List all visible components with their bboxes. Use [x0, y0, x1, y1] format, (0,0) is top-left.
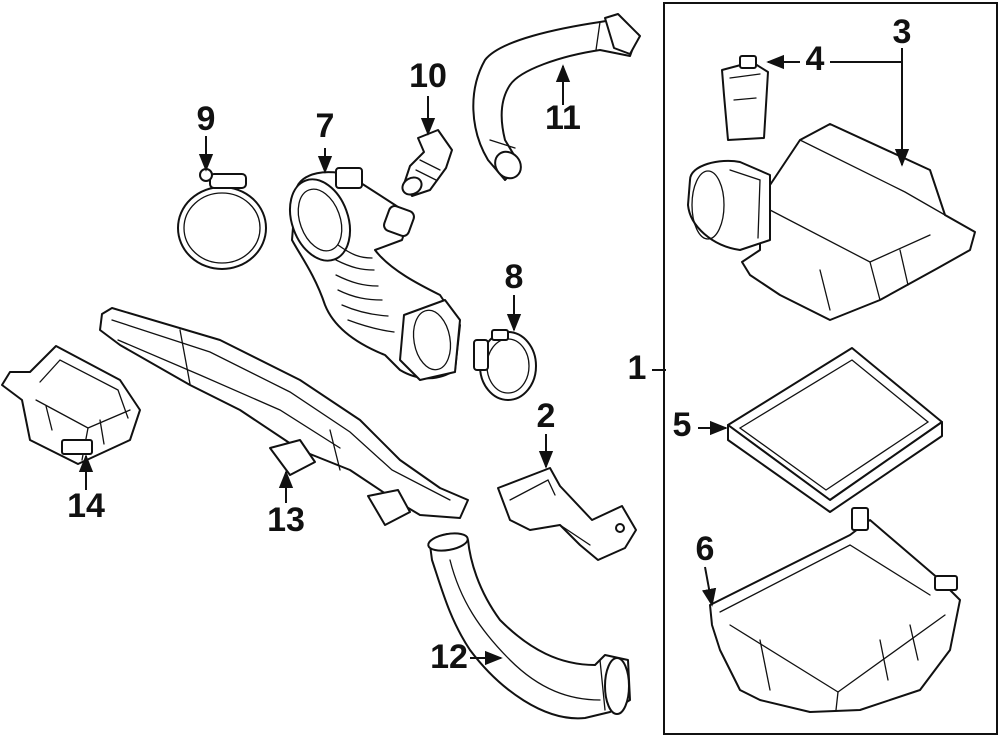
callout-13: 13: [267, 501, 305, 539]
callout-12: 12: [430, 638, 468, 676]
part-13-air-duct: [99, 307, 469, 526]
callout-11: 11: [545, 99, 581, 137]
callout-14: 14: [67, 487, 105, 525]
part-7-intake-hose: [289, 167, 461, 381]
callout-1: 1: [628, 349, 647, 387]
callout-9: 9: [197, 100, 216, 138]
part-12-inlet-duct: [427, 532, 631, 720]
part-10-elbow-hose: [401, 129, 453, 197]
part-6-lower-case: [709, 507, 961, 713]
callout-10: 10: [409, 57, 447, 95]
leader-lines: [78, 48, 910, 666]
callout-7: 7: [316, 107, 335, 145]
assembly-frame: [663, 2, 998, 735]
callout-5: 5: [673, 406, 692, 444]
part-8-clamp: [473, 329, 537, 401]
part-5-filter-element: [727, 347, 943, 513]
callout-2: 2: [537, 397, 556, 435]
part-3-upper-case: [687, 123, 976, 321]
callout-6: 6: [696, 530, 715, 568]
callout-3: 3: [893, 13, 912, 51]
part-9-clamp: [177, 168, 267, 270]
part-4-sensor: [721, 55, 769, 141]
callouts: 1 2 3 4 5 6 7 8 9 10 11 12 13 14: [67, 13, 911, 676]
part-11-s-hose: [472, 13, 641, 181]
part-2-bracket: [497, 467, 637, 561]
callout-8: 8: [505, 258, 524, 296]
callout-4: 4: [806, 40, 825, 78]
part-14-resonator: [1, 345, 141, 465]
